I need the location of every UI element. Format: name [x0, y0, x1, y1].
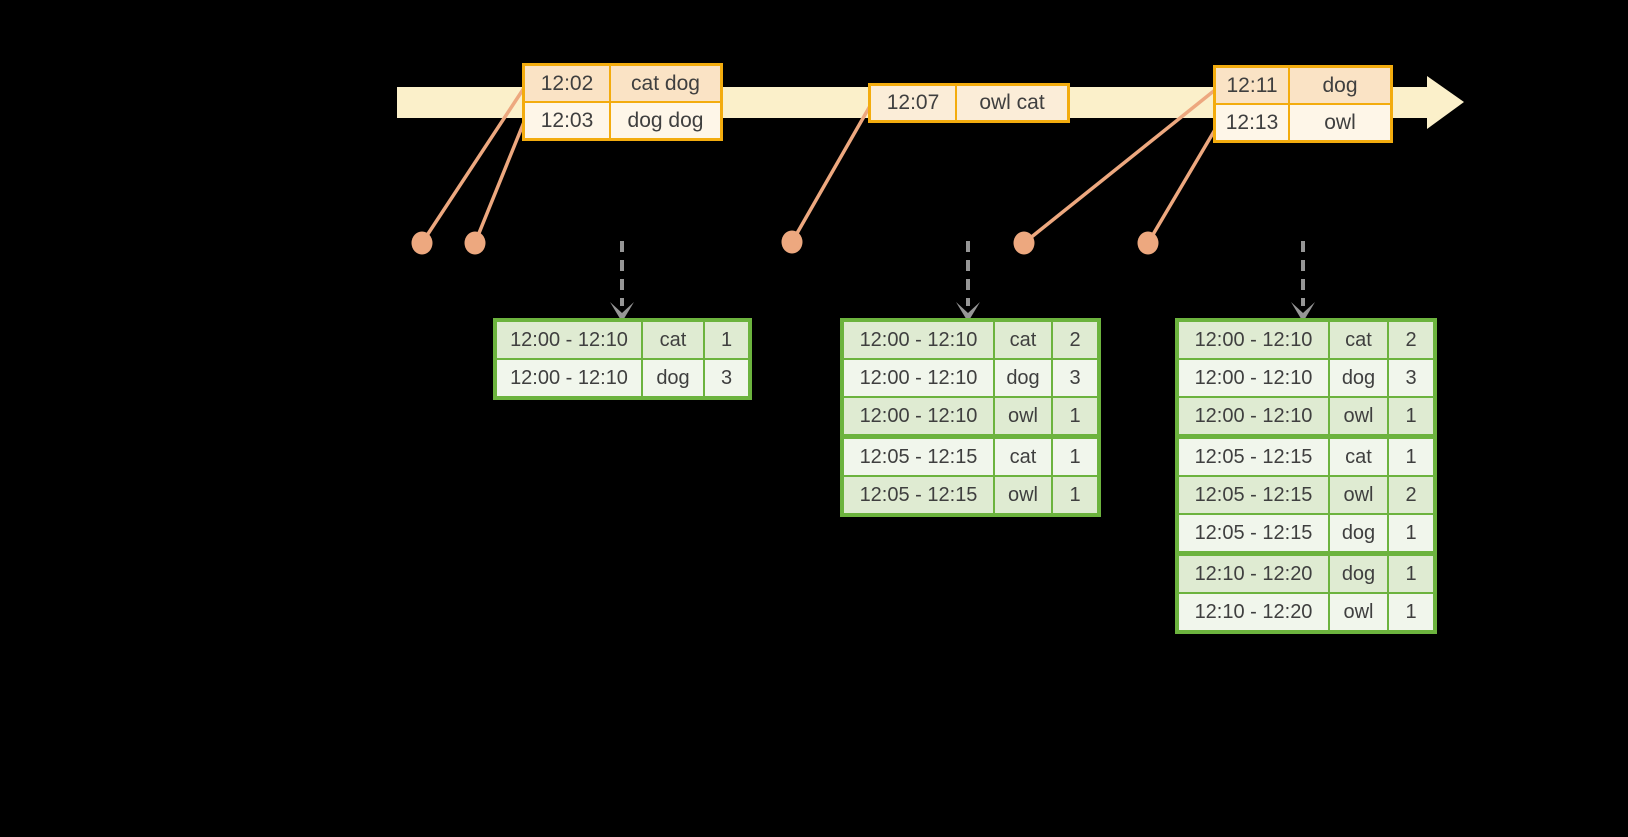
word-cell: owl [1330, 477, 1387, 513]
count-cell: 1 [1389, 515, 1433, 551]
window-cell: 12:00 - 12:10 [1179, 398, 1328, 434]
window-cell: 12:05 - 12:15 [1179, 515, 1328, 551]
word-cell: dog [1330, 360, 1387, 396]
word-cell: owl [1330, 594, 1387, 630]
count-cell: 1 [705, 322, 748, 358]
count-cell: 2 [1389, 477, 1433, 513]
count-cell: 1 [1389, 398, 1433, 434]
record-connector-line [473, 121, 526, 244]
record-connector-line [1146, 127, 1218, 244]
count-cell: 1 [1389, 594, 1433, 630]
word-cell: owl [1330, 398, 1387, 434]
record-dot [411, 231, 433, 255]
window-cell: 12:00 - 12:10 [844, 398, 993, 434]
window-cell: 12:05 - 12:15 [1179, 477, 1328, 513]
window-cell: 12:00 - 12:10 [844, 322, 993, 358]
window-cell: 12:00 - 12:10 [1179, 322, 1328, 358]
event-time-cell: 12:13 [1216, 105, 1288, 140]
count-cell: 3 [1053, 360, 1097, 396]
count-cell: 1 [1389, 556, 1433, 592]
record-dot [1137, 231, 1159, 255]
record-dot [464, 231, 486, 255]
window-cell: 12:05 - 12:15 [1179, 439, 1328, 475]
word-cell: cat [995, 322, 1051, 358]
count-cell: 1 [1389, 439, 1433, 475]
event-words-cell: cat dog [611, 66, 720, 101]
record-dot [1013, 231, 1035, 255]
record-connector-line [420, 87, 526, 244]
count-cell: 2 [1053, 322, 1097, 358]
count-cell: 1 [1053, 398, 1097, 434]
record-connector-line [1022, 88, 1217, 245]
event-time-cell: 12:03 [525, 103, 609, 138]
word-cell: dog [995, 360, 1051, 396]
event-words-cell: dog dog [611, 103, 720, 138]
window-cell: 12:00 - 12:10 [497, 322, 641, 358]
event-words-cell: dog [1290, 68, 1390, 103]
event-time-cell: 12:02 [525, 66, 609, 101]
word-cell: cat [1330, 322, 1387, 358]
word-cell: owl [995, 477, 1051, 513]
word-cell: dog [1330, 556, 1387, 592]
count-cell: 1 [1053, 439, 1097, 475]
event-time-cell: 12:07 [871, 86, 955, 120]
window-cell: 12:10 - 12:20 [1179, 594, 1328, 630]
window-cell: 12:00 - 12:10 [1179, 360, 1328, 396]
word-cell: cat [643, 322, 703, 358]
window-cell: 12:10 - 12:20 [1179, 556, 1328, 592]
count-cell: 1 [1053, 477, 1097, 513]
event-words-cell: owl [1290, 105, 1390, 140]
count-cell: 3 [1389, 360, 1433, 396]
record-connector-line [790, 105, 872, 243]
window-cell: 12:00 - 12:10 [497, 360, 641, 396]
record-dot [781, 230, 803, 254]
event-time-cell: 12:11 [1216, 68, 1288, 103]
word-cell: owl [995, 398, 1051, 434]
timeline-arrowhead-icon [1427, 76, 1464, 129]
word-cell: cat [1330, 439, 1387, 475]
count-cell: 2 [1389, 322, 1433, 358]
event-words-cell: owl cat [957, 86, 1067, 120]
word-cell: dog [643, 360, 703, 396]
window-cell: 12:05 - 12:15 [844, 477, 993, 513]
window-cell: 12:05 - 12:15 [844, 439, 993, 475]
word-cell: cat [995, 439, 1051, 475]
window-cell: 12:00 - 12:10 [844, 360, 993, 396]
word-cell: dog [1330, 515, 1387, 551]
count-cell: 3 [705, 360, 748, 396]
